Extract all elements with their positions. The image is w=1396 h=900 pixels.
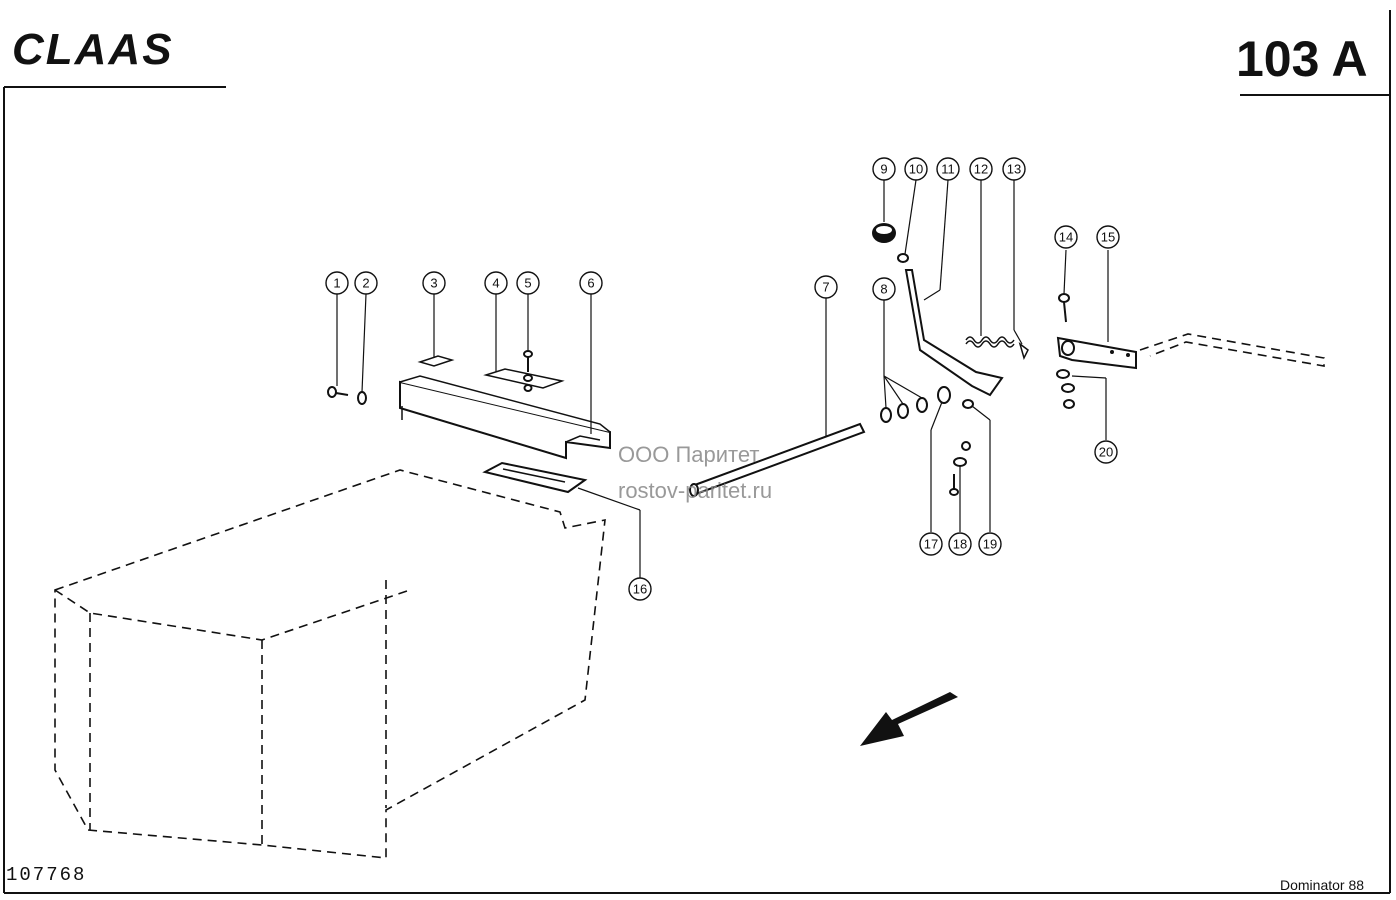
callout-7: 7 xyxy=(814,275,838,299)
svg-text:16: 16 xyxy=(633,582,647,597)
linkage-rod-outline xyxy=(1139,333,1325,367)
watermark-url: rostov-paritet.ru xyxy=(618,478,772,503)
callout-16: 16 xyxy=(628,577,652,601)
callout-5: 5 xyxy=(516,271,540,295)
screw-part-1 xyxy=(327,386,349,398)
housing-outline xyxy=(54,469,606,859)
leader-lines xyxy=(336,179,1109,578)
spring-part-12 xyxy=(965,336,1015,348)
decal-part-3 xyxy=(417,355,455,367)
callout-6: 6 xyxy=(579,271,603,295)
callout-14: 14 xyxy=(1054,225,1078,249)
callout-8: 8 xyxy=(872,277,896,301)
plate-part-16 xyxy=(482,461,588,494)
callout-10: 10 xyxy=(904,157,928,181)
clip-part-13 xyxy=(1018,342,1029,361)
callout-18: 18 xyxy=(948,532,972,556)
bolt-part-14 xyxy=(1058,293,1070,323)
svg-text:4: 4 xyxy=(492,276,499,291)
svg-text:11: 11 xyxy=(941,162,955,177)
svg-text:3: 3 xyxy=(430,276,437,291)
svg-text:2: 2 xyxy=(362,276,369,291)
page-frame xyxy=(3,10,1391,894)
callouts: 1 2 3 4 5 6 7 8 9 10 11 12 13 14 15 16 1… xyxy=(325,157,1120,601)
callout-20: 20 xyxy=(1094,440,1118,464)
bolt-part-18 xyxy=(949,441,971,496)
bolt-part-5 xyxy=(523,350,533,392)
bracket-part-6 xyxy=(399,375,611,460)
callout-4: 4 xyxy=(484,271,508,295)
claas-logo: CLAAS xyxy=(12,25,174,74)
svg-text:8: 8 xyxy=(880,282,887,297)
washers-part-8 xyxy=(880,397,928,423)
nut-part-10 xyxy=(897,253,909,263)
callout-12: 12 xyxy=(969,157,993,181)
link-part-15 xyxy=(1056,336,1137,370)
knob-part-9 xyxy=(872,223,896,243)
callout-13: 13 xyxy=(1002,157,1026,181)
watermark-company: ООО Паритет xyxy=(618,442,759,467)
shaft-part-7 xyxy=(689,422,866,497)
washers-part-20 xyxy=(1056,369,1075,409)
direction-arrow xyxy=(860,692,958,746)
model-name: Dominator 88 xyxy=(1280,877,1364,893)
svg-text:13: 13 xyxy=(1007,162,1021,177)
callout-9: 9 xyxy=(872,157,896,181)
callout-19: 19 xyxy=(978,532,1002,556)
svg-text:14: 14 xyxy=(1059,230,1073,245)
svg-text:17: 17 xyxy=(924,537,938,552)
callout-11: 11 xyxy=(936,157,960,181)
callout-3: 3 xyxy=(422,271,446,295)
svg-text:15: 15 xyxy=(1101,230,1115,245)
svg-text:1: 1 xyxy=(333,276,340,291)
lever-part-11 xyxy=(904,269,1004,397)
svg-text:20: 20 xyxy=(1099,445,1113,460)
svg-text:5: 5 xyxy=(524,276,531,291)
svg-text:10: 10 xyxy=(909,162,923,177)
svg-text:7: 7 xyxy=(822,280,829,295)
svg-text:12: 12 xyxy=(974,162,988,177)
callout-1: 1 xyxy=(325,271,349,295)
svg-text:6: 6 xyxy=(587,276,594,291)
callout-17: 17 xyxy=(919,532,943,556)
svg-text:18: 18 xyxy=(953,537,967,552)
washer-part-2 xyxy=(357,391,367,405)
bush-part-17 xyxy=(937,386,951,404)
svg-text:19: 19 xyxy=(983,537,997,552)
drawing-number: 107768 xyxy=(6,864,86,886)
svg-text:9: 9 xyxy=(880,162,887,177)
callout-15: 15 xyxy=(1096,225,1120,249)
callout-2: 2 xyxy=(354,271,378,295)
nut-part-19 xyxy=(962,399,974,409)
page-code: 103 A xyxy=(1236,31,1368,87)
